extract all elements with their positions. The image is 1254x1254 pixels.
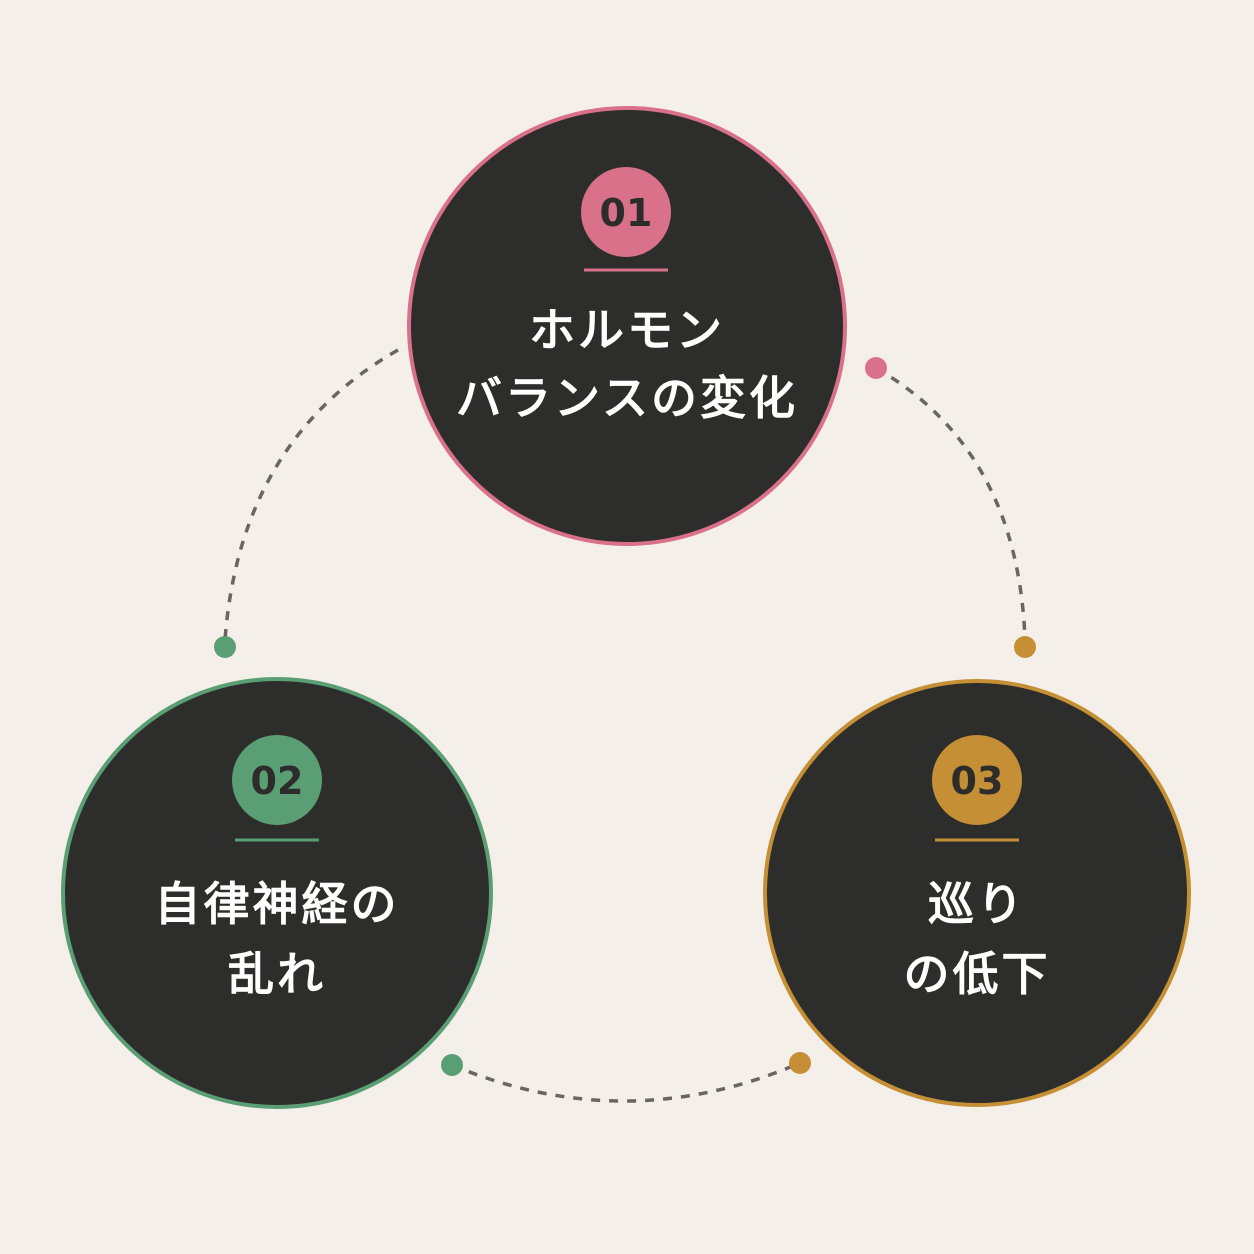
connector-dot	[865, 357, 887, 379]
connector-left	[223, 348, 399, 641]
connector-bottom	[451, 1061, 801, 1103]
node-title-line: の低下	[904, 947, 1051, 1001]
number-label: 02	[251, 759, 304, 803]
node-circle	[61, 677, 493, 1109]
connector-right	[875, 366, 1027, 641]
node-hormone-balance: 01 ホルモン バランスの変化	[407, 106, 847, 546]
number-label: 01	[600, 191, 653, 235]
connector-dot	[789, 1052, 811, 1074]
node-circulation: 03 巡り の低下	[763, 679, 1191, 1107]
node-title-line: ホルモン	[529, 303, 725, 357]
node-title-line: 自律神経の	[155, 877, 400, 931]
number-badge	[232, 735, 322, 825]
connector-dot	[214, 636, 236, 658]
number-label: 03	[951, 759, 1004, 803]
number-badge	[932, 735, 1022, 825]
node-title-line: 乱れ	[228, 947, 326, 1001]
number-badge	[581, 167, 671, 257]
node-title-line: バランスの変化	[456, 371, 798, 425]
connector-dot	[1014, 636, 1036, 658]
node-title-line: 巡り	[928, 877, 1026, 931]
node-autonomic-nerves: 02 自律神経の 乱れ	[61, 677, 493, 1109]
connector-dot	[441, 1054, 463, 1076]
node-circle	[763, 679, 1191, 1107]
node-circle	[407, 106, 847, 546]
